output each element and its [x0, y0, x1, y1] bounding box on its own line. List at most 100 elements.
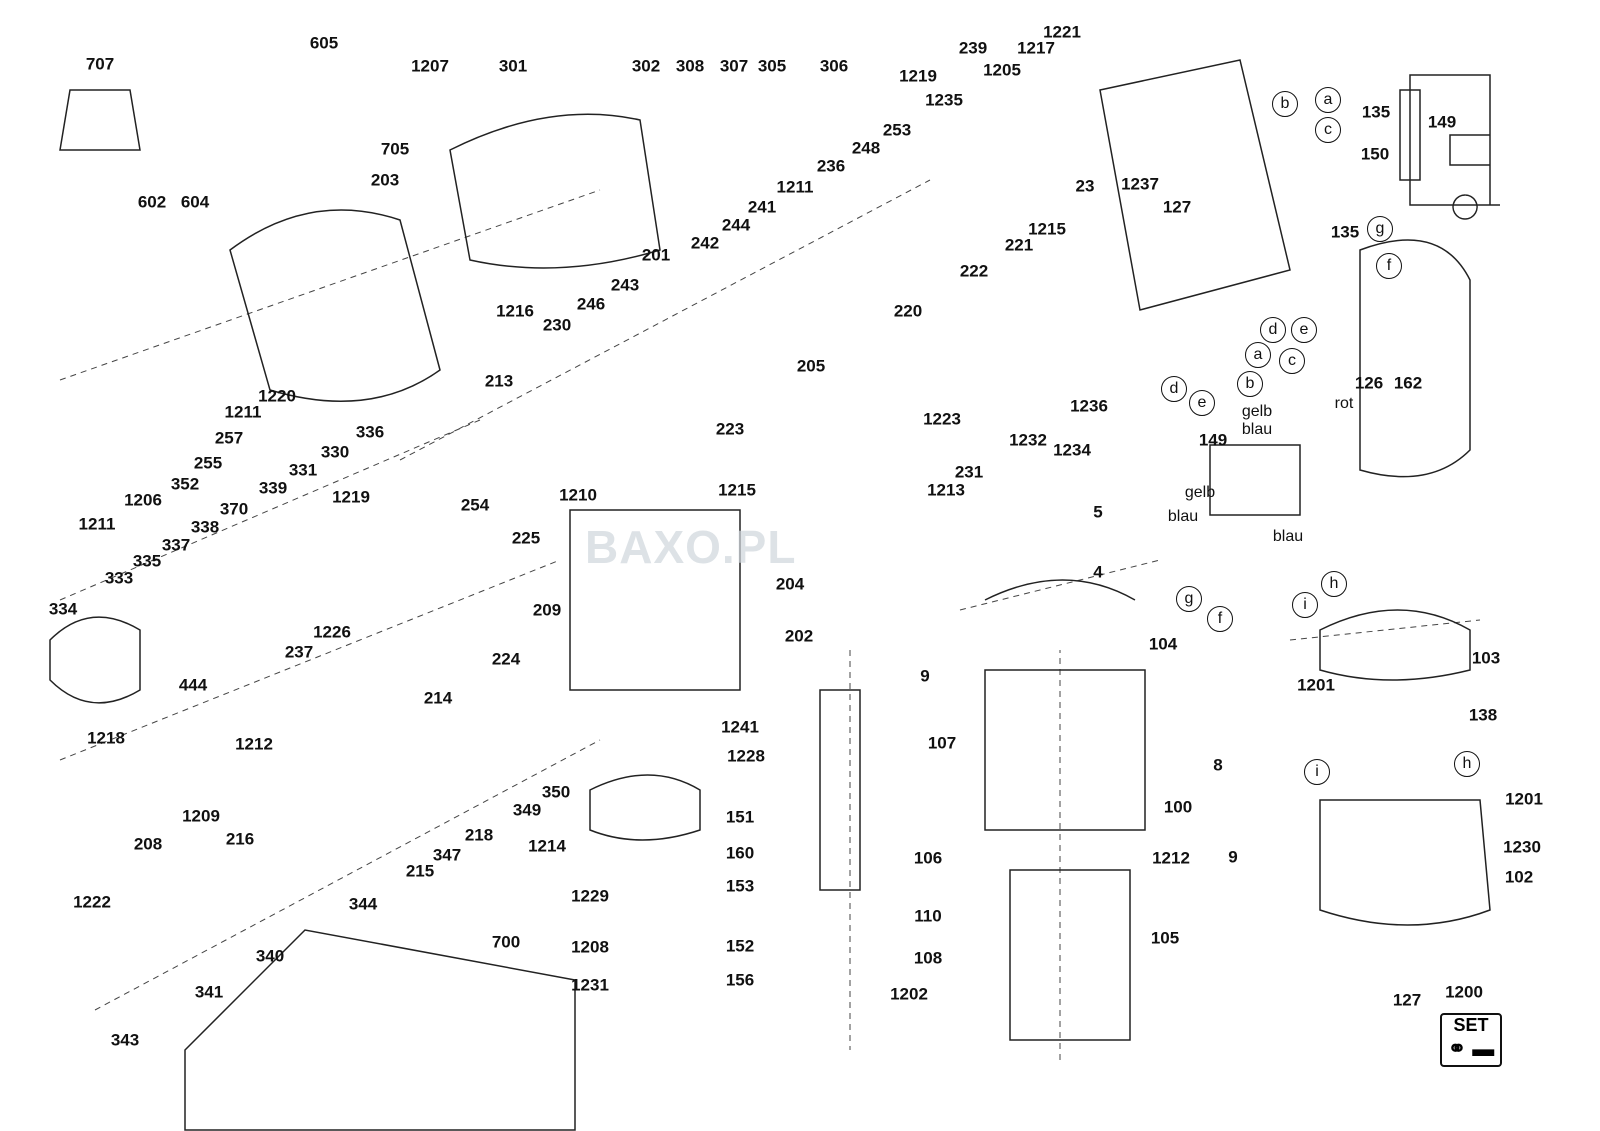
part-number-label: 23: [1075, 176, 1095, 196]
connector-letter-label: i: [1304, 759, 1330, 785]
part-number-label: 341: [194, 982, 224, 1002]
part-number-label: 103: [1471, 648, 1501, 668]
part-number-label: 350: [541, 782, 571, 802]
cover-part: [1319, 609, 1471, 681]
part-number-label: 602: [137, 192, 167, 212]
part-number-label: 1209: [182, 806, 220, 826]
part-number-label: 1241: [721, 717, 759, 737]
part-number-label: 1230: [1503, 837, 1541, 857]
part-number-label: 1222: [73, 892, 111, 912]
connector-letter-label: f: [1376, 253, 1402, 279]
chuck-part: [59, 89, 141, 151]
connector-letter-label: h: [1321, 571, 1347, 597]
part-number-label: 100: [1163, 797, 1193, 817]
handle-part: [1099, 59, 1471, 478]
part-number-label: 8: [1213, 755, 1223, 775]
part-number-label: 213: [484, 371, 514, 391]
wiring-schematic: [1399, 74, 1500, 220]
part-number-label: 337: [161, 535, 191, 555]
part-number-label: 1235: [925, 90, 963, 110]
part-number-label: 1213: [927, 480, 965, 500]
part-number-label: 330: [320, 442, 350, 462]
part-number-label: 1206: [124, 490, 162, 510]
part-number-label: 1211: [78, 514, 116, 534]
connector-letter-label: c: [1315, 117, 1341, 143]
part-number-label: 1229: [571, 886, 609, 906]
part-number-label: 214: [423, 688, 453, 708]
part-number-label: 1219: [899, 66, 937, 86]
connector-letter-label: b: [1272, 91, 1298, 117]
field-coil-part: [1009, 869, 1131, 1041]
part-number-label: 1218: [87, 728, 125, 748]
set-badge-text: SET: [1453, 1015, 1489, 1035]
part-number-label: 230: [542, 315, 572, 335]
part-number-label: 257: [214, 428, 244, 448]
assembly-guide-lines: [59, 179, 1481, 1060]
part-number-label: 135: [1330, 222, 1360, 242]
part-number-label: 334: [48, 599, 78, 619]
wire-color-label: blau: [1167, 508, 1199, 525]
wire-color-label: gelb: [1241, 403, 1273, 420]
part-number-label: 5: [1093, 502, 1103, 522]
part-number-label: 1237: [1121, 174, 1159, 194]
connector-letter-label: a: [1315, 87, 1341, 113]
part-number-label: 331: [288, 460, 318, 480]
part-number-label: 253: [882, 120, 912, 140]
part-number-label: 135: [1361, 102, 1391, 122]
part-number-label: 1201: [1297, 675, 1335, 695]
connector-letter-label: e: [1291, 317, 1317, 343]
part-number-label: 222: [959, 261, 989, 281]
part-number-label: 338: [190, 517, 220, 537]
part-number-label: 246: [576, 294, 606, 314]
part-number-label: 104: [1148, 634, 1178, 654]
motor-housing-part: [984, 579, 1146, 831]
part-number-label: 160: [725, 843, 755, 863]
part-number-label: 339: [258, 478, 288, 498]
part-number-label: 335: [132, 551, 162, 571]
part-number-label: 4: [1093, 562, 1103, 582]
part-number-label: 201: [641, 245, 671, 265]
part-number-label: 236: [816, 156, 846, 176]
connector-letter-label: d: [1161, 376, 1187, 402]
part-number-label: 344: [348, 894, 378, 914]
part-number-label: 203: [370, 170, 400, 190]
part-number-label: 301: [498, 56, 528, 76]
part-number-label: 1211: [224, 402, 262, 422]
connector-letter-label: f: [1207, 606, 1233, 632]
connector-letter-label: c: [1279, 348, 1305, 374]
part-number-label: 1215: [1028, 219, 1066, 239]
connector-letter-label: a: [1245, 342, 1271, 368]
part-number-label: 1211: [776, 177, 814, 197]
part-number-label: 1202: [890, 984, 928, 1004]
part-number-label: 1226: [313, 622, 351, 642]
part-number-label: 149: [1198, 430, 1228, 450]
part-number-label: 336: [355, 422, 385, 442]
wire-color-label: rot: [1334, 395, 1354, 412]
wire-color-label: gelb: [1184, 484, 1216, 501]
part-number-label: 1200: [1445, 982, 1483, 1002]
part-number-label: 204: [775, 574, 805, 594]
part-number-label: 1221: [1043, 22, 1081, 42]
part-number-label: 225: [511, 528, 541, 548]
part-number-label: 1215: [718, 480, 756, 500]
part-number-label: 156: [725, 970, 755, 990]
part-number-label: 1201: [1505, 789, 1543, 809]
part-number-label: 231: [954, 462, 984, 482]
part-number-label: 149: [1427, 112, 1457, 132]
part-number-label: 604: [180, 192, 210, 212]
part-number-label: 1216: [496, 301, 534, 321]
part-number-label: 162: [1393, 373, 1423, 393]
part-number-label: 151: [725, 807, 755, 827]
part-number-label: 707: [85, 54, 115, 74]
part-number-label: 352: [170, 474, 200, 494]
part-number-label: 1205: [983, 60, 1021, 80]
part-number-label: 1228: [727, 746, 765, 766]
part-number-label: 127: [1392, 990, 1422, 1010]
connector-letter-label: i: [1292, 592, 1318, 618]
part-number-label: 343: [110, 1030, 140, 1050]
part-number-label: 1210: [559, 485, 597, 505]
part-number-label: 102: [1504, 867, 1534, 887]
part-number-label: 347: [432, 845, 462, 865]
part-number-label: 105: [1150, 928, 1180, 948]
